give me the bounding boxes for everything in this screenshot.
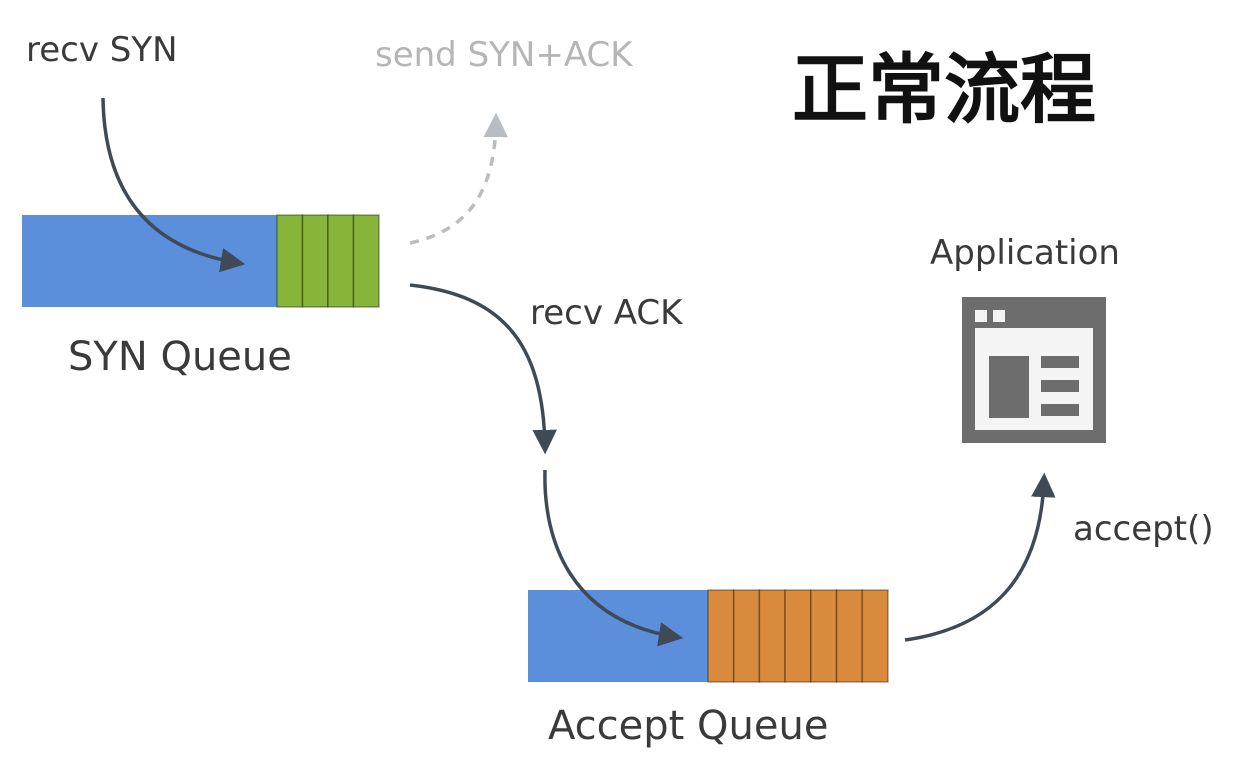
send-syn-ack-label: send SYN+ACK — [375, 35, 633, 75]
accept-queue-slot — [810, 589, 838, 683]
syn-queue — [22, 214, 380, 308]
syn-queue-slot — [352, 214, 380, 308]
accept-call-label: accept() — [1073, 509, 1214, 549]
recv-ack-arrow — [409, 283, 557, 455]
syn-queue-slot — [327, 214, 355, 308]
accept-queue-slot — [758, 589, 786, 683]
accept-queue-slot — [835, 589, 864, 683]
recv-syn-label: recv SYN — [26, 30, 178, 70]
send-syn-ack-arrow — [409, 112, 508, 245]
accept-queue-slot — [861, 589, 889, 683]
recv-syn-arrow — [101, 97, 246, 273]
enqueue-accept-arrow — [543, 469, 684, 647]
recv-ack-label: recv ACK — [530, 293, 683, 333]
accept-queue-slots — [707, 589, 889, 683]
syn-queue-label: SYN Queue — [68, 334, 292, 380]
accept-queue-empty-area — [528, 590, 708, 682]
diagram-title: 正常流程 — [792, 45, 1096, 134]
application-label: Application — [930, 233, 1120, 273]
syn-queue-slot — [301, 214, 329, 308]
accept-queue-slot — [707, 589, 735, 683]
accept-queue-slot — [784, 589, 812, 683]
accept-queue — [528, 589, 889, 683]
application-window-icon — [962, 297, 1106, 443]
syn-queue-empty-area — [22, 215, 277, 307]
syn-queue-slots — [276, 214, 380, 308]
syn-queue-slot — [276, 214, 304, 308]
accept-queue-slot — [732, 589, 761, 683]
accept-queue-label: Accept Queue — [548, 703, 829, 749]
accept-call-arrow — [904, 472, 1056, 642]
